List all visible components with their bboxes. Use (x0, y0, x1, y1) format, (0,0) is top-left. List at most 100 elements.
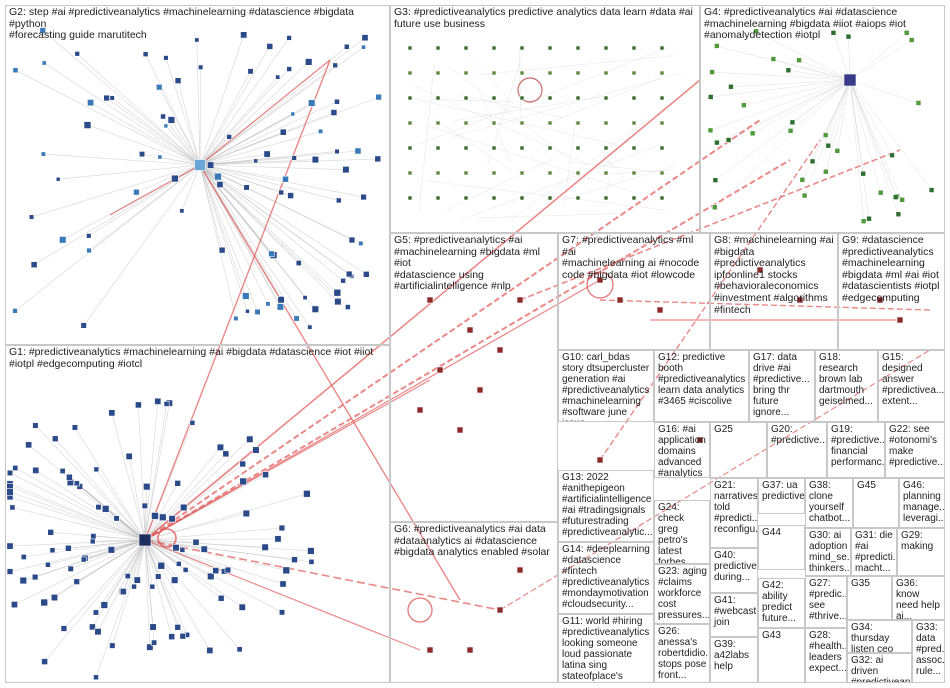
vertex (519, 195, 525, 201)
edge (199, 76, 278, 166)
edge (519, 149, 901, 301)
vertex (603, 195, 609, 201)
vertex (631, 70, 637, 76)
vertex (659, 70, 665, 76)
vertex (866, 215, 872, 222)
self-loop (517, 77, 543, 103)
vertex (239, 477, 247, 486)
group-g38-label: G38: clone yourself chatbot... (809, 480, 851, 524)
edge (70, 539, 146, 570)
group-g25-label: G25 (714, 424, 733, 435)
group-g6-label: G6: #predictiveanalytics #ai data #dataa… (394, 523, 550, 559)
edge (165, 57, 201, 166)
vertex (823, 168, 829, 175)
vertex (59, 468, 66, 474)
group-g12-box: G12: predictive booth #predictiveanalyti… (654, 350, 749, 422)
vertex (83, 121, 92, 129)
vertex (547, 145, 553, 151)
edge (199, 164, 269, 304)
vertex (822, 132, 829, 138)
vertex (547, 120, 553, 126)
vertex (707, 94, 714, 100)
edge (199, 164, 291, 196)
group-g43-box: G43 (758, 628, 805, 683)
edge (434, 118, 512, 172)
vertex (753, 28, 760, 35)
edge (88, 164, 201, 251)
group-g19-label: G19: #predictive... financial performanc… (831, 424, 885, 468)
edge (95, 539, 146, 678)
group-g12-label: G12: predictive booth #predictiveanalyti… (658, 352, 746, 407)
edge (63, 539, 146, 629)
vertex (172, 544, 180, 552)
vertex (12, 308, 18, 314)
edge (144, 513, 247, 541)
edge (199, 46, 271, 166)
vertex (435, 95, 441, 101)
vertex (245, 308, 250, 314)
self-loop (407, 597, 433, 623)
vertex (6, 542, 14, 550)
edge (199, 164, 258, 313)
vertex (151, 512, 159, 520)
vertex (796, 57, 802, 64)
vertex (631, 95, 637, 101)
vertex (696, 436, 704, 444)
group-g2-box: G2: step #ai #predictiveanalytics #machi… (5, 5, 390, 345)
vertex (799, 177, 806, 183)
vertex (711, 204, 718, 211)
vertex (789, 119, 796, 126)
vertex (491, 145, 497, 151)
vertex (73, 480, 80, 487)
edge (849, 79, 864, 174)
vertex (308, 558, 315, 565)
vertex (631, 170, 637, 176)
vertex (109, 642, 116, 649)
edge (95, 539, 146, 613)
vertex (928, 187, 935, 193)
vertex (519, 95, 525, 101)
vertex (575, 70, 581, 76)
edge (199, 37, 290, 166)
edge (88, 164, 201, 237)
vertex (407, 70, 413, 76)
edge (461, 145, 659, 220)
group-g36-label: G36: know need help ai... (896, 578, 940, 620)
edge (199, 151, 338, 166)
vertex (659, 195, 665, 201)
edge (568, 161, 669, 174)
vertex (307, 547, 315, 555)
vertex (801, 192, 808, 199)
vertex (174, 624, 181, 631)
edge (87, 124, 201, 166)
vertex (216, 181, 224, 188)
edge (112, 97, 201, 166)
edge (9, 486, 146, 541)
edge (144, 447, 221, 541)
group-g20-label: G20: #predictive... (771, 424, 827, 446)
edge (144, 527, 282, 541)
edge (199, 59, 331, 166)
vertex (516, 296, 524, 304)
group-g43-label: G43 (762, 630, 781, 641)
vertex (107, 546, 116, 554)
vertex (575, 120, 581, 126)
vertex (362, 270, 370, 278)
vertex (179, 208, 185, 214)
vertex (707, 127, 714, 134)
vertex (345, 270, 353, 278)
vertex (200, 545, 208, 553)
edge (144, 379, 431, 541)
edge (93, 535, 146, 541)
group-g10-label: G10: carl_bdas story dtsupercluster gene… (562, 352, 650, 421)
edge (123, 539, 146, 592)
edge (837, 79, 851, 151)
edge (199, 164, 364, 198)
group-g14-box: G14: #deeplearning #datascience #fintech… (558, 542, 654, 614)
vertex (168, 633, 176, 640)
edge (199, 164, 223, 251)
edge (74, 427, 146, 541)
edge (141, 153, 201, 166)
group-g23-box: G23: aging #claims workforce cost pressu… (654, 564, 710, 624)
vertex (40, 598, 48, 607)
